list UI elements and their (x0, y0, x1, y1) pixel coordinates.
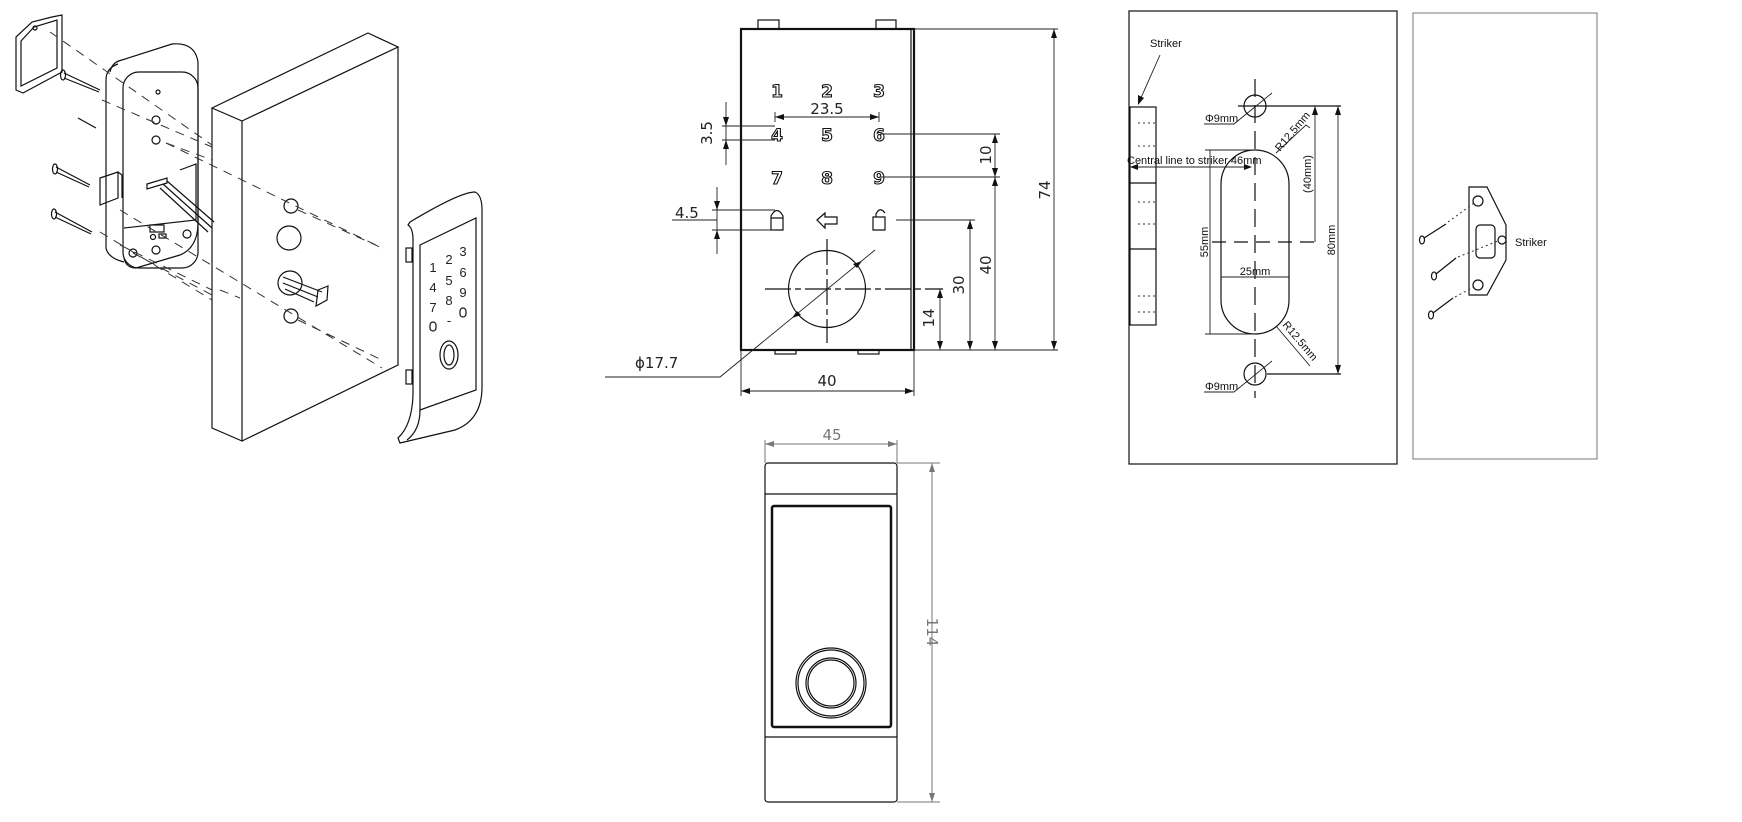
key-2: 2 (821, 82, 833, 102)
dim-sensor-diameter: ϕ17.7 (635, 354, 678, 372)
screws (50, 69, 101, 235)
pad-key-3: 3 (459, 244, 466, 259)
key-4: 4 (771, 126, 783, 146)
hole-top-label: Φ9mm (1205, 113, 1238, 125)
dim-side-width: 45 (822, 426, 841, 444)
lock-icon (429, 321, 437, 332)
key-7: 7 (771, 169, 783, 189)
striker-plate (1468, 186, 1507, 296)
pad-key-4: 4 (429, 280, 436, 295)
striker-panel: Striker (1412, 12, 1598, 460)
lock-body (99, 43, 215, 269)
dim-lock-icon-height: 4.5 (675, 204, 699, 222)
striker-strip (1129, 106, 1157, 326)
keypad-keys: 1 2 3 4 5 6 7 8 9 (770, 81, 886, 231)
unlock-key-icon (872, 209, 886, 231)
radius-top-label: R12.5mm (1273, 110, 1313, 154)
back-arrow-icon (816, 211, 838, 230)
hole-bottom-label: Φ9mm (1205, 381, 1238, 393)
exploded-keypad-digits: 1 2 3 4 5 6 7 8 9 - (429, 244, 466, 328)
dim-sensor-height: 14 (920, 308, 938, 327)
central-line-label: Central line to striker 46mm (1127, 155, 1262, 167)
screw (51, 163, 91, 188)
dim-row-height: 40 (977, 255, 995, 274)
dim-lock-row-height: 30 (950, 275, 968, 294)
dim-side-height: 114 (923, 618, 941, 647)
key-8: 8 (821, 169, 833, 189)
slot-height-label: 55mm (1199, 227, 1211, 258)
dimensions: 23.5 3.5 4.5 ϕ17.7 40 14 30 10 40 (605, 28, 1058, 396)
key-3: 3 (873, 82, 885, 102)
striker-screws (1418, 202, 1499, 320)
front-view: 1 2 3 4 5 6 7 8 9 23.5 3.5 4.5 (605, 19, 1058, 396)
dim-width: 40 (817, 372, 836, 390)
screw (59, 69, 101, 93)
keypad-cover: 1 2 3 4 5 6 7 8 9 - (397, 191, 483, 444)
key-9: 9 (873, 169, 885, 189)
pad-key-1: 1 (429, 260, 436, 275)
side-view: 45 114 (764, 426, 941, 803)
screw (50, 208, 93, 235)
pad-key-9: 9 (459, 285, 466, 300)
lock-key-icon (770, 209, 784, 231)
slot-width-label: 25mm (1240, 266, 1271, 278)
dim-key-height: 3.5 (698, 121, 716, 145)
key-5: 5 (821, 126, 833, 146)
dim-row-spacing: 10 (977, 145, 995, 164)
key-1: 1 (771, 82, 783, 102)
dim-key-pitch: 23.5 (810, 100, 843, 118)
unlock-icon (459, 307, 467, 318)
drilling-template: Striker Φ9mm Φ9mm 55mm 25mm (40mm) 80mm … (1127, 10, 1398, 465)
hole-spacing-label: 80mm (1326, 225, 1338, 256)
pad-key-6: 6 (459, 265, 466, 280)
mounting-bezel (15, 14, 63, 94)
striker-label: Striker (1150, 38, 1182, 50)
screw-hole-bottom (1243, 362, 1267, 386)
alignment-lines (49, 31, 383, 369)
pad-key-dash: - (447, 313, 451, 328)
offset-40-label: (40mm) (1302, 155, 1314, 193)
pad-key-5: 5 (445, 273, 452, 288)
radius-bottom-label: R12.5mm (1280, 319, 1320, 363)
dim-total-height: 74 (1036, 180, 1054, 199)
screw (77, 117, 97, 129)
fingerprint-sensor-icon (439, 340, 459, 370)
pad-key-2: 2 (445, 252, 452, 267)
key-6: 6 (873, 126, 885, 146)
pad-key-7: 7 (429, 300, 436, 315)
pad-key-8: 8 (445, 293, 452, 308)
door-panel (210, 32, 400, 442)
keypad-outline (739, 27, 916, 352)
striker-panel-label: Striker (1515, 237, 1547, 249)
exploded-view: 1 2 3 4 5 6 7 8 9 - (15, 14, 483, 444)
